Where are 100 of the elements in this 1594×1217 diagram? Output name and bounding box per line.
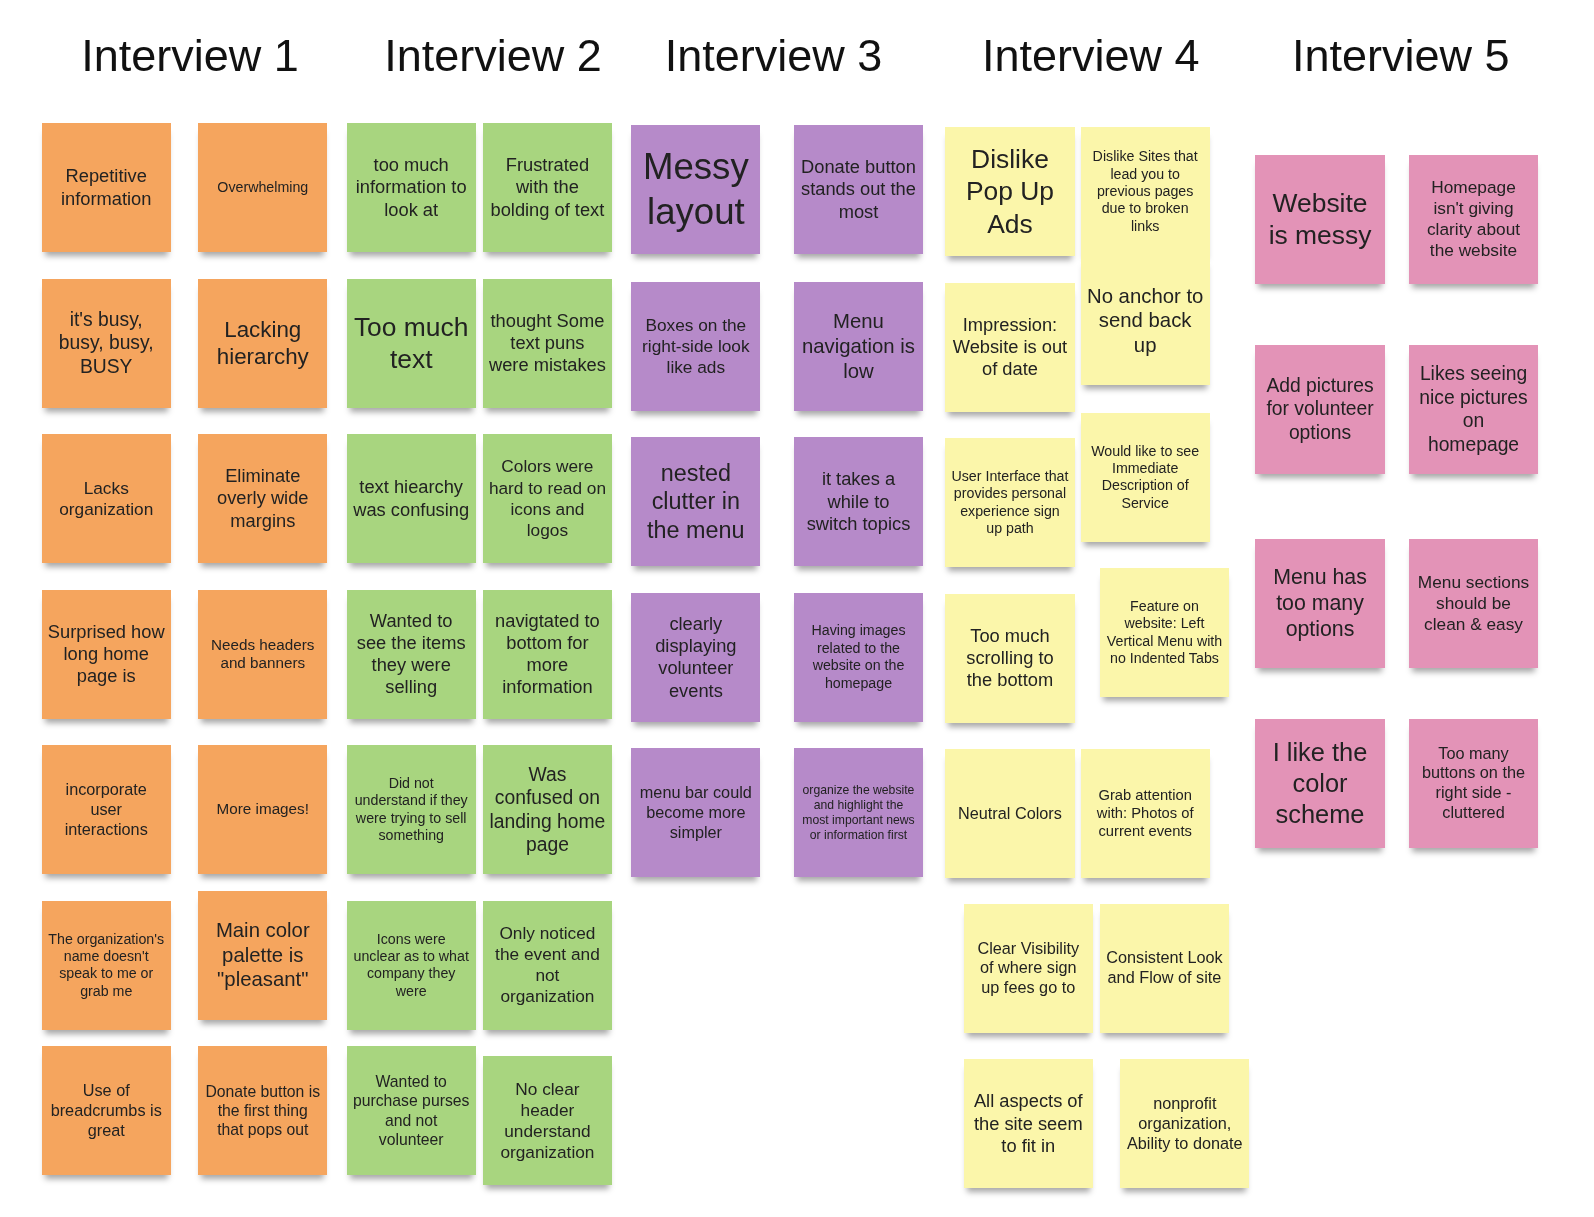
note-text: No clear header understand organization xyxy=(499,1078,596,1163)
note-text: Overwhelming xyxy=(217,178,309,197)
note-text: Consistent Look and Flow of site xyxy=(1105,948,1224,989)
note-text: Dislike Sites that lead you to previous pages due to broken links xyxy=(1091,148,1199,235)
sticky-note xyxy=(346,589,476,719)
sticky-note xyxy=(631,437,761,567)
note-text: it takes a while to switch topics xyxy=(805,468,912,536)
note-text: it's busy, busy, busy, BUSY xyxy=(57,307,155,379)
sticky-note xyxy=(346,745,476,875)
sticky-note xyxy=(1255,154,1385,284)
note-text: More images! xyxy=(216,800,309,819)
note-text: text hiearchy was confusing xyxy=(352,476,470,521)
sticky-note xyxy=(945,749,1075,879)
sticky-note xyxy=(41,900,171,1030)
sticky-note xyxy=(1255,344,1385,474)
column-heading: Interview 3 xyxy=(664,30,883,83)
sticky-note xyxy=(482,123,612,253)
column-heading: Interview 5 xyxy=(1292,30,1510,83)
column-heading: Interview 1 xyxy=(81,30,299,83)
note-text: Was confused on landing home page xyxy=(488,762,606,857)
note-text: nonprofit organization, Ability to donate xyxy=(1126,1094,1244,1154)
note-text: too much information to look at xyxy=(354,154,468,221)
sticky-note xyxy=(793,437,924,567)
note-text: Colors were hard to read on icons and logos xyxy=(488,456,606,541)
note-text: Impression: Website is out of date xyxy=(951,313,1069,381)
sticky-note xyxy=(41,434,171,564)
sticky-note xyxy=(1408,344,1539,474)
sticky-note xyxy=(41,278,171,408)
note-text: Did not understand if they were trying to sell something xyxy=(353,774,469,845)
sticky-note xyxy=(631,592,761,722)
column-heading: Interview 4 xyxy=(982,30,1200,83)
note-text: thought Some text puns were mistakes xyxy=(488,309,606,377)
sticky-note xyxy=(482,1056,612,1186)
note-text: Grab attention with: Photos of current events xyxy=(1095,786,1195,841)
sticky-note xyxy=(1408,154,1539,284)
note-text: Too much text xyxy=(352,310,470,376)
note-text: Likes seeing nice pictures on homepage xyxy=(1418,362,1529,457)
sticky-note xyxy=(1408,538,1539,668)
note-text: organize the website and highlight the most important news or information first xyxy=(801,783,916,843)
sticky-note xyxy=(1099,568,1230,698)
note-text: nested clutter in the menu xyxy=(646,458,746,545)
sticky-note xyxy=(41,745,171,875)
sticky-note xyxy=(41,1046,171,1176)
note-text: Clear Visibility of where sign up fees go to xyxy=(976,938,1081,999)
note-text: Lacking hierarchy xyxy=(215,315,310,371)
note-text: Needs headers and banners xyxy=(210,635,316,673)
sticky-note xyxy=(346,900,476,1030)
note-text: Surprised how long home page is xyxy=(47,620,165,688)
sticky-note xyxy=(198,278,328,408)
sticky-note xyxy=(631,281,761,411)
sticky-note xyxy=(1120,1059,1250,1189)
sticky-note xyxy=(198,434,328,564)
note-text: Feature on website: Left Vertical Menu with no Indented Tabs xyxy=(1105,598,1224,668)
sticky-note xyxy=(1255,718,1385,848)
sticky-note xyxy=(1080,412,1210,542)
note-text: Only noticed the event and not organization xyxy=(494,923,601,1008)
note-text: Donate button stands out the most xyxy=(800,156,917,224)
note-text: Having images related to the website on the homepage xyxy=(810,622,907,692)
note-text: Website is messy xyxy=(1267,186,1373,252)
sticky-note xyxy=(631,125,761,255)
sticky-note xyxy=(346,123,476,253)
note-text: Eliminate overly wide margins xyxy=(216,465,310,533)
note-text: navigtated to bottom for more information xyxy=(494,609,601,699)
note-text: All aspects of the site seem to fit in xyxy=(972,1090,1084,1158)
sticky-note xyxy=(198,745,328,875)
note-text: Would like to see Immediate Description of Service xyxy=(1090,442,1201,512)
note-text: Too many buttons on the right side - cluttered xyxy=(1421,743,1526,823)
sticky-note xyxy=(346,434,476,564)
sticky-note xyxy=(482,589,612,719)
note-text: User Interface that provides personal experience sign up path xyxy=(951,467,1069,538)
note-text: incorporate user interactions xyxy=(63,779,149,840)
sticky-note xyxy=(793,281,924,411)
sticky-note xyxy=(346,1046,476,1176)
sticky-note xyxy=(793,748,924,878)
sticky-note xyxy=(793,125,924,255)
note-text: Menu sections should be clean & easy xyxy=(1416,571,1531,635)
note-text: Menu has too many options xyxy=(1272,564,1368,643)
sticky-note xyxy=(945,438,1075,568)
sticky-note xyxy=(198,123,328,253)
note-text: Donate button is the first thing that pops out xyxy=(204,1081,322,1140)
sticky-note xyxy=(482,900,612,1030)
sticky-note xyxy=(1099,903,1230,1033)
sticky-note xyxy=(631,748,761,878)
note-text: Frustrated with the bolding of text xyxy=(489,154,606,221)
sticky-note xyxy=(198,890,328,1020)
note-text: Wanted to purchase purses and not volunteer xyxy=(352,1072,470,1149)
note-text: Lacks organization xyxy=(58,477,155,520)
note-text: Messy layout xyxy=(642,144,750,234)
sticky-note xyxy=(1080,127,1210,257)
sticky-note xyxy=(198,1046,328,1176)
sticky-note xyxy=(198,589,328,719)
note-text: menu bar could become more simpler xyxy=(638,783,753,843)
note-text: Wanted to see the items they were selling xyxy=(355,609,467,699)
sticky-note xyxy=(1080,256,1210,386)
note-text: Neutral Colors xyxy=(958,803,1062,824)
note-text: The organization's name doesn't speak to me or grab me xyxy=(47,930,165,1000)
sticky-note xyxy=(945,593,1075,723)
sticky-note xyxy=(41,589,171,719)
sticky-note xyxy=(482,745,612,875)
note-text: Dislike Pop Up Ads xyxy=(964,143,1055,240)
